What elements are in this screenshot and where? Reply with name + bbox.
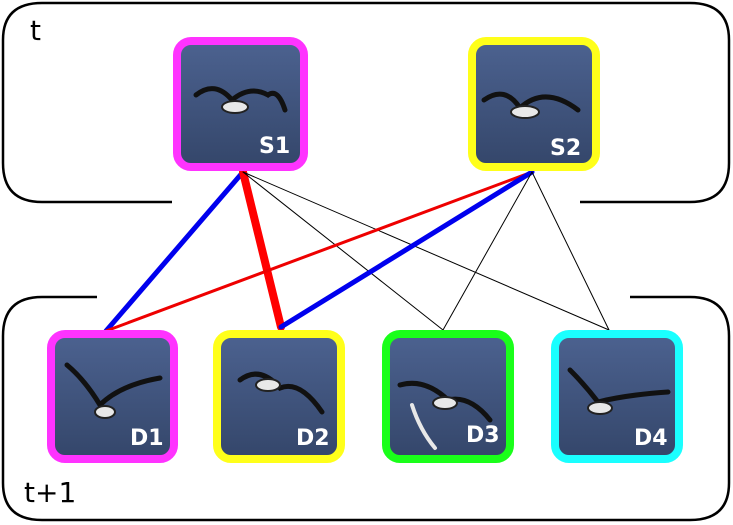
association-edges (103, 168, 610, 334)
source-node-s2: S2 (468, 37, 600, 171)
frame-t1-label: t+1 (24, 476, 76, 509)
d2-frame (213, 330, 345, 463)
edge-s2-d3 (442, 171, 533, 331)
bird-icon (237, 371, 325, 415)
detection-node-d3: D3 (382, 330, 514, 463)
d2-label: D2 (296, 426, 330, 451)
edge-s1-d4 (242, 171, 610, 331)
source-node-s1: S1 (173, 37, 308, 171)
edge-s2-d2 (278, 169, 535, 330)
bird-icon (64, 362, 163, 419)
d1-label: D1 (130, 426, 164, 451)
edge-s2-d4 (531, 171, 610, 331)
d3-label: D3 (466, 423, 500, 448)
detection-node-d4: D4 (551, 330, 683, 463)
frame-t (1, 1, 731, 204)
bird-icon (193, 86, 288, 114)
detection-node-d2: D2 (213, 330, 345, 463)
detection-node-d1: D1 (47, 330, 178, 463)
edge-s2-d1 (104, 170, 534, 333)
edge-s1-d1 (103, 169, 246, 334)
edge-s1-d3 (242, 171, 444, 331)
frame-t-label: t (30, 14, 41, 47)
edge-s1-d2 (239, 168, 285, 331)
s2-frame (468, 37, 600, 171)
d4-label: D4 (634, 426, 668, 451)
frame-t1 (1, 295, 731, 522)
s2-label: S2 (550, 136, 581, 161)
bird-icon (481, 91, 581, 119)
bird-icon (567, 367, 671, 415)
bird-icon (397, 380, 493, 450)
s1-label: S1 (259, 134, 290, 159)
